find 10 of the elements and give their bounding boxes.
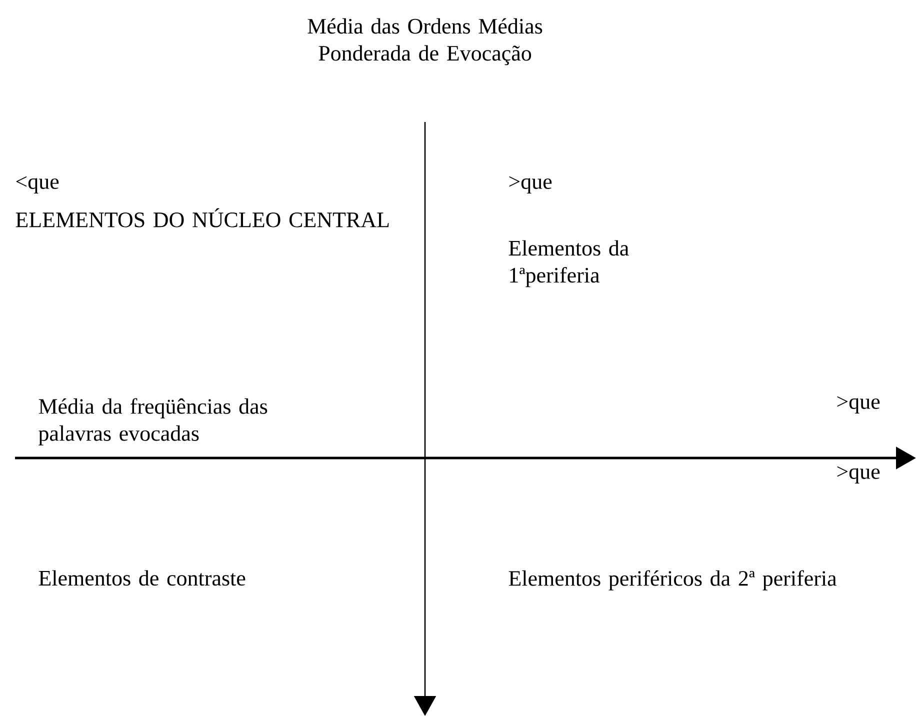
quadrant-label: ELEMENTOS DO NÚCLEO CENTRAL <box>16 208 389 228</box>
quadrant-label: Elementos periféricos da 2ª periferia <box>508 570 837 590</box>
comparison-label: >que <box>509 176 552 194</box>
comparison-label: >que <box>837 396 880 414</box>
axis-label: Média da freqüências das palavras evocadas <box>38 398 268 446</box>
quadrant-label: Elementos da 1ªperiferia <box>508 240 629 288</box>
comparison-label: >que <box>837 466 880 484</box>
quadrant-label: Elementos de contraste <box>38 570 246 586</box>
comparison-label: <que <box>16 176 59 194</box>
axis-title: Média das Ordens Médias Ponderada de Evocação <box>308 18 542 66</box>
